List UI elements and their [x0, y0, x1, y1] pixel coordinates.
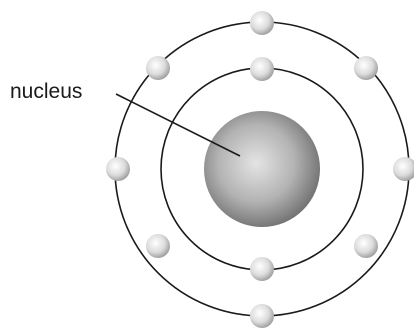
nucleus-leader-line [115, 93, 241, 157]
nucleus [204, 111, 320, 227]
electron-outer-top-right [354, 56, 378, 80]
electron-outer-bottom-left [146, 234, 170, 258]
electron-outer-top-left [146, 56, 170, 80]
electron-inner-bottom [250, 257, 274, 281]
nucleus-label: nucleus [10, 80, 82, 103]
electron-inner-top [250, 57, 274, 81]
electron-outer-left [106, 157, 130, 181]
electron-outer-right [393, 157, 414, 181]
electron-outer-bottom [250, 304, 274, 328]
electron-outer-top [250, 11, 274, 35]
electron-outer-bottom-right [354, 234, 378, 258]
